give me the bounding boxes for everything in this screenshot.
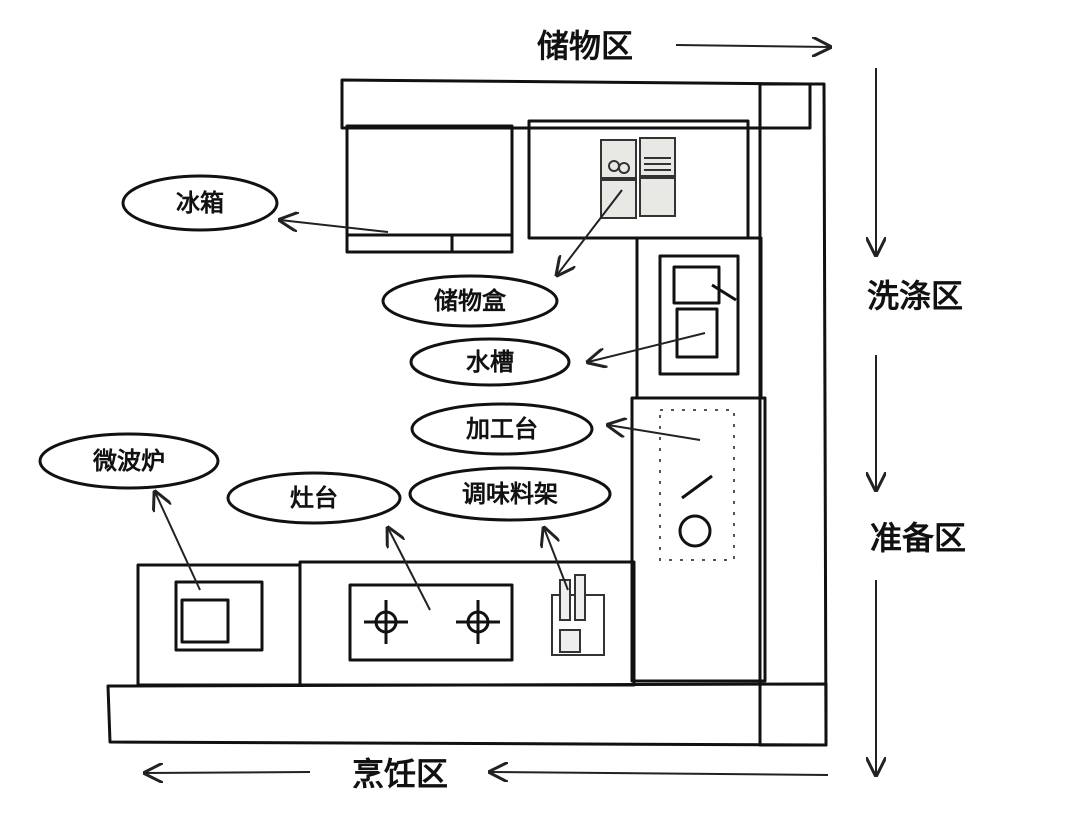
- arrow-spice-rack: [544, 528, 569, 591]
- counter-right: [758, 82, 828, 747]
- flow-arrow-5: [490, 772, 829, 775]
- label-work-table: 加工台: [410, 402, 594, 456]
- arrow-microwave: [155, 492, 201, 591]
- flow-arrow-1: [675, 45, 830, 47]
- svg-text:调味料架: 调味料架: [462, 480, 558, 508]
- svg-text:加工台: 加工台: [466, 415, 538, 443]
- svg-text:微波炉: 微波炉: [92, 447, 165, 475]
- stove-counter: [298, 560, 636, 687]
- label-microwave: 微波炉: [38, 432, 220, 490]
- sink-basin-2: [675, 307, 719, 359]
- prep-counter: [630, 396, 767, 683]
- label-spice-rack: 调味料架: [408, 466, 612, 522]
- svg-text:灶台: 灶台: [290, 484, 338, 512]
- sink: [658, 254, 740, 376]
- counter-bottom: [106, 682, 828, 747]
- label-fridge: 冰箱: [121, 174, 279, 232]
- pointer-arrows: [155, 189, 706, 611]
- label-sink: 水槽: [409, 337, 571, 387]
- knife-icon: [681, 474, 713, 500]
- faucet-icon: [711, 283, 737, 302]
- arrow-sink: [588, 332, 706, 362]
- microwave-icon: [174, 580, 264, 652]
- arrow-stove: [388, 528, 431, 611]
- svg-text:储物盒: 储物盒: [434, 287, 507, 315]
- storage-shelf: [527, 119, 750, 240]
- arrow-fridge: [280, 220, 389, 233]
- fridge: [345, 124, 514, 254]
- arrow-storage-box: [557, 189, 623, 275]
- zone-prep: 准备区: [870, 519, 966, 557]
- spice-rack-icon: [551, 574, 605, 656]
- zone-washing: 洗涤区: [867, 277, 963, 315]
- label-storage-box: 储物盒: [381, 274, 559, 328]
- arrow-work-table: [608, 425, 701, 441]
- flow-arrow-6: [145, 772, 311, 773]
- counter-top: [340, 78, 812, 130]
- cutting-board: [659, 409, 735, 561]
- label-stove: 灶台: [226, 471, 402, 525]
- svg-text:冰箱: 冰箱: [176, 189, 224, 217]
- sink-basin-1: [672, 265, 721, 305]
- plate-icon: [678, 514, 712, 548]
- stove-icon: [348, 583, 514, 662]
- storage-boxes-icon: [600, 137, 676, 219]
- zone-cooking: 烹饪区: [352, 755, 448, 793]
- zone-storage: 储物区: [537, 27, 633, 65]
- svg-text:水槽: 水槽: [466, 348, 514, 376]
